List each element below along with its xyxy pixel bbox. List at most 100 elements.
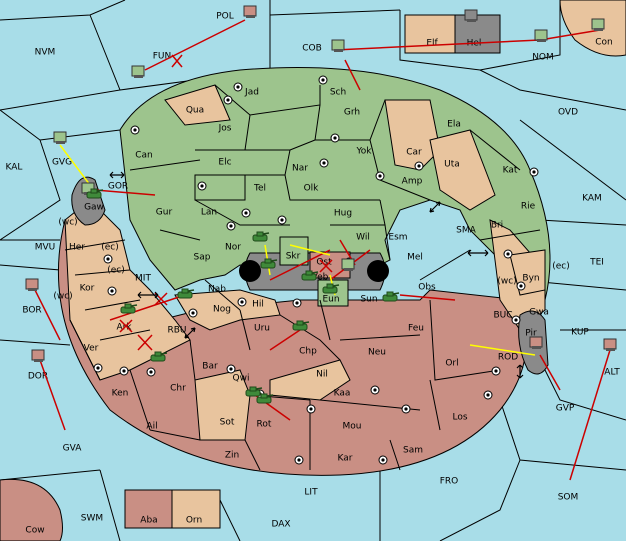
label-nor: Nor	[225, 243, 241, 253]
coast-tags: (wc)(ec)(ec)(wc)(wc)(ec)	[53, 218, 569, 302]
label-lan: Lan	[201, 208, 217, 218]
supply-center	[277, 215, 287, 225]
label-nvm: NVM	[35, 48, 56, 58]
supply-center	[241, 208, 251, 218]
region-skr[interactable]	[279, 236, 309, 266]
fleet-icon[interactable]	[534, 29, 548, 42]
label-gvp: GVP	[556, 404, 575, 414]
fleet-icon[interactable]	[131, 65, 145, 78]
supply-center	[378, 455, 388, 465]
label-skr: Skr	[286, 252, 301, 262]
army-icon[interactable]	[252, 231, 270, 242]
fleet-icon[interactable]	[331, 39, 345, 52]
fleet-icon[interactable]	[31, 349, 45, 362]
region-uta[interactable]	[429, 129, 496, 211]
fleet-icon[interactable]	[603, 338, 617, 351]
fleet-icon[interactable]	[25, 278, 39, 291]
label-sch: Sch	[330, 88, 346, 98]
label-pol: POL	[216, 12, 234, 22]
coast-tag: (ec)	[107, 266, 125, 276]
supply-centers	[93, 75, 539, 465]
label-con: Con	[595, 38, 613, 48]
army-icon[interactable]	[245, 386, 263, 397]
label-bri: Bri	[491, 221, 503, 231]
label-sun: Sun	[360, 295, 377, 305]
army-icon[interactable]	[301, 270, 319, 281]
fleet-icon[interactable]	[243, 5, 257, 18]
label-neu: Neu	[368, 348, 386, 358]
supply-center	[375, 171, 385, 181]
army-icon[interactable]	[177, 288, 195, 299]
land-borders	[64, 84, 541, 471]
label-nar: Nar	[292, 164, 308, 174]
label-alt: ALT	[604, 368, 620, 378]
army-icon[interactable]	[260, 258, 278, 269]
region-nil[interactable]	[269, 359, 351, 401]
label-chp: Chp	[299, 347, 317, 357]
failed-order-marks	[119, 54, 333, 351]
label-sam: Sam	[403, 446, 423, 456]
label-ail: Ail	[146, 422, 157, 432]
label-cob: COB	[302, 44, 322, 54]
army-icon[interactable]	[256, 393, 274, 404]
label-mit: MIT	[135, 274, 151, 284]
label-sap: Sap	[194, 253, 211, 263]
label-rod: ROD	[498, 353, 518, 363]
army-icon[interactable]	[322, 283, 340, 294]
label-lit: LIT	[304, 488, 318, 498]
supply-center	[294, 455, 304, 465]
supply-center	[529, 167, 539, 177]
supply-center	[226, 221, 236, 231]
label-bar: Bar	[202, 362, 218, 372]
army-icon[interactable]	[86, 188, 104, 199]
label-elc: Elc	[218, 158, 231, 168]
label-gor: GOR	[108, 182, 128, 192]
army-icon[interactable]	[150, 351, 168, 362]
supply-center	[319, 158, 329, 168]
label-orn: Orn	[186, 516, 202, 526]
region-nog-hil[interactable]	[174, 289, 281, 331]
label-jad: Jad	[244, 88, 259, 98]
fleet-icon[interactable]	[464, 9, 478, 22]
label-gaw: Gaw	[84, 203, 104, 213]
label-mel: Mel	[407, 253, 423, 263]
label-kal: KAL	[6, 163, 23, 173]
strait-arrows	[109, 171, 524, 379]
army-icon[interactable]	[120, 303, 138, 314]
label-dor: DOR	[28, 372, 48, 382]
label-los: Los	[452, 413, 467, 423]
label-hug: Hug	[334, 209, 352, 219]
label-som: SOM	[558, 493, 579, 503]
supply-center	[188, 308, 198, 318]
region-orn[interactable]	[171, 489, 221, 529]
label-gur: Gur	[156, 208, 173, 218]
label-kup: KUP	[571, 328, 589, 338]
label-zin: Zin	[225, 451, 239, 461]
label-kat: Kat	[503, 166, 518, 176]
region-hel[interactable]	[454, 14, 501, 54]
label-sot: Sot	[220, 418, 235, 428]
label-uru: Uru	[254, 324, 270, 334]
region-cow[interactable]	[0, 478, 63, 541]
label-nog: Nog	[213, 305, 231, 315]
label-kam: KAM	[582, 194, 602, 204]
army-icon[interactable]	[292, 320, 310, 331]
label-gwa: Gwa	[529, 308, 549, 318]
coast-tag: (wc)	[53, 292, 72, 302]
region-qua[interactable]	[164, 84, 231, 126]
label-ela: Ela	[447, 120, 461, 130]
fleet-icon[interactable]	[53, 131, 67, 144]
region-car[interactable]	[384, 99, 441, 171]
fleet-icon[interactable]	[341, 258, 355, 271]
impassable-west	[239, 260, 261, 282]
label-tei: TEI	[589, 258, 604, 268]
fleet-icon[interactable]	[529, 336, 543, 349]
label-rie: Rie	[521, 202, 536, 212]
army-icon[interactable]	[382, 291, 400, 302]
label-bor: BOR	[22, 306, 41, 316]
fleet-icon[interactable]	[591, 18, 605, 31]
region-aba[interactable]	[124, 489, 173, 529]
continent-north[interactable]	[119, 67, 551, 301]
supply-center	[414, 161, 424, 171]
